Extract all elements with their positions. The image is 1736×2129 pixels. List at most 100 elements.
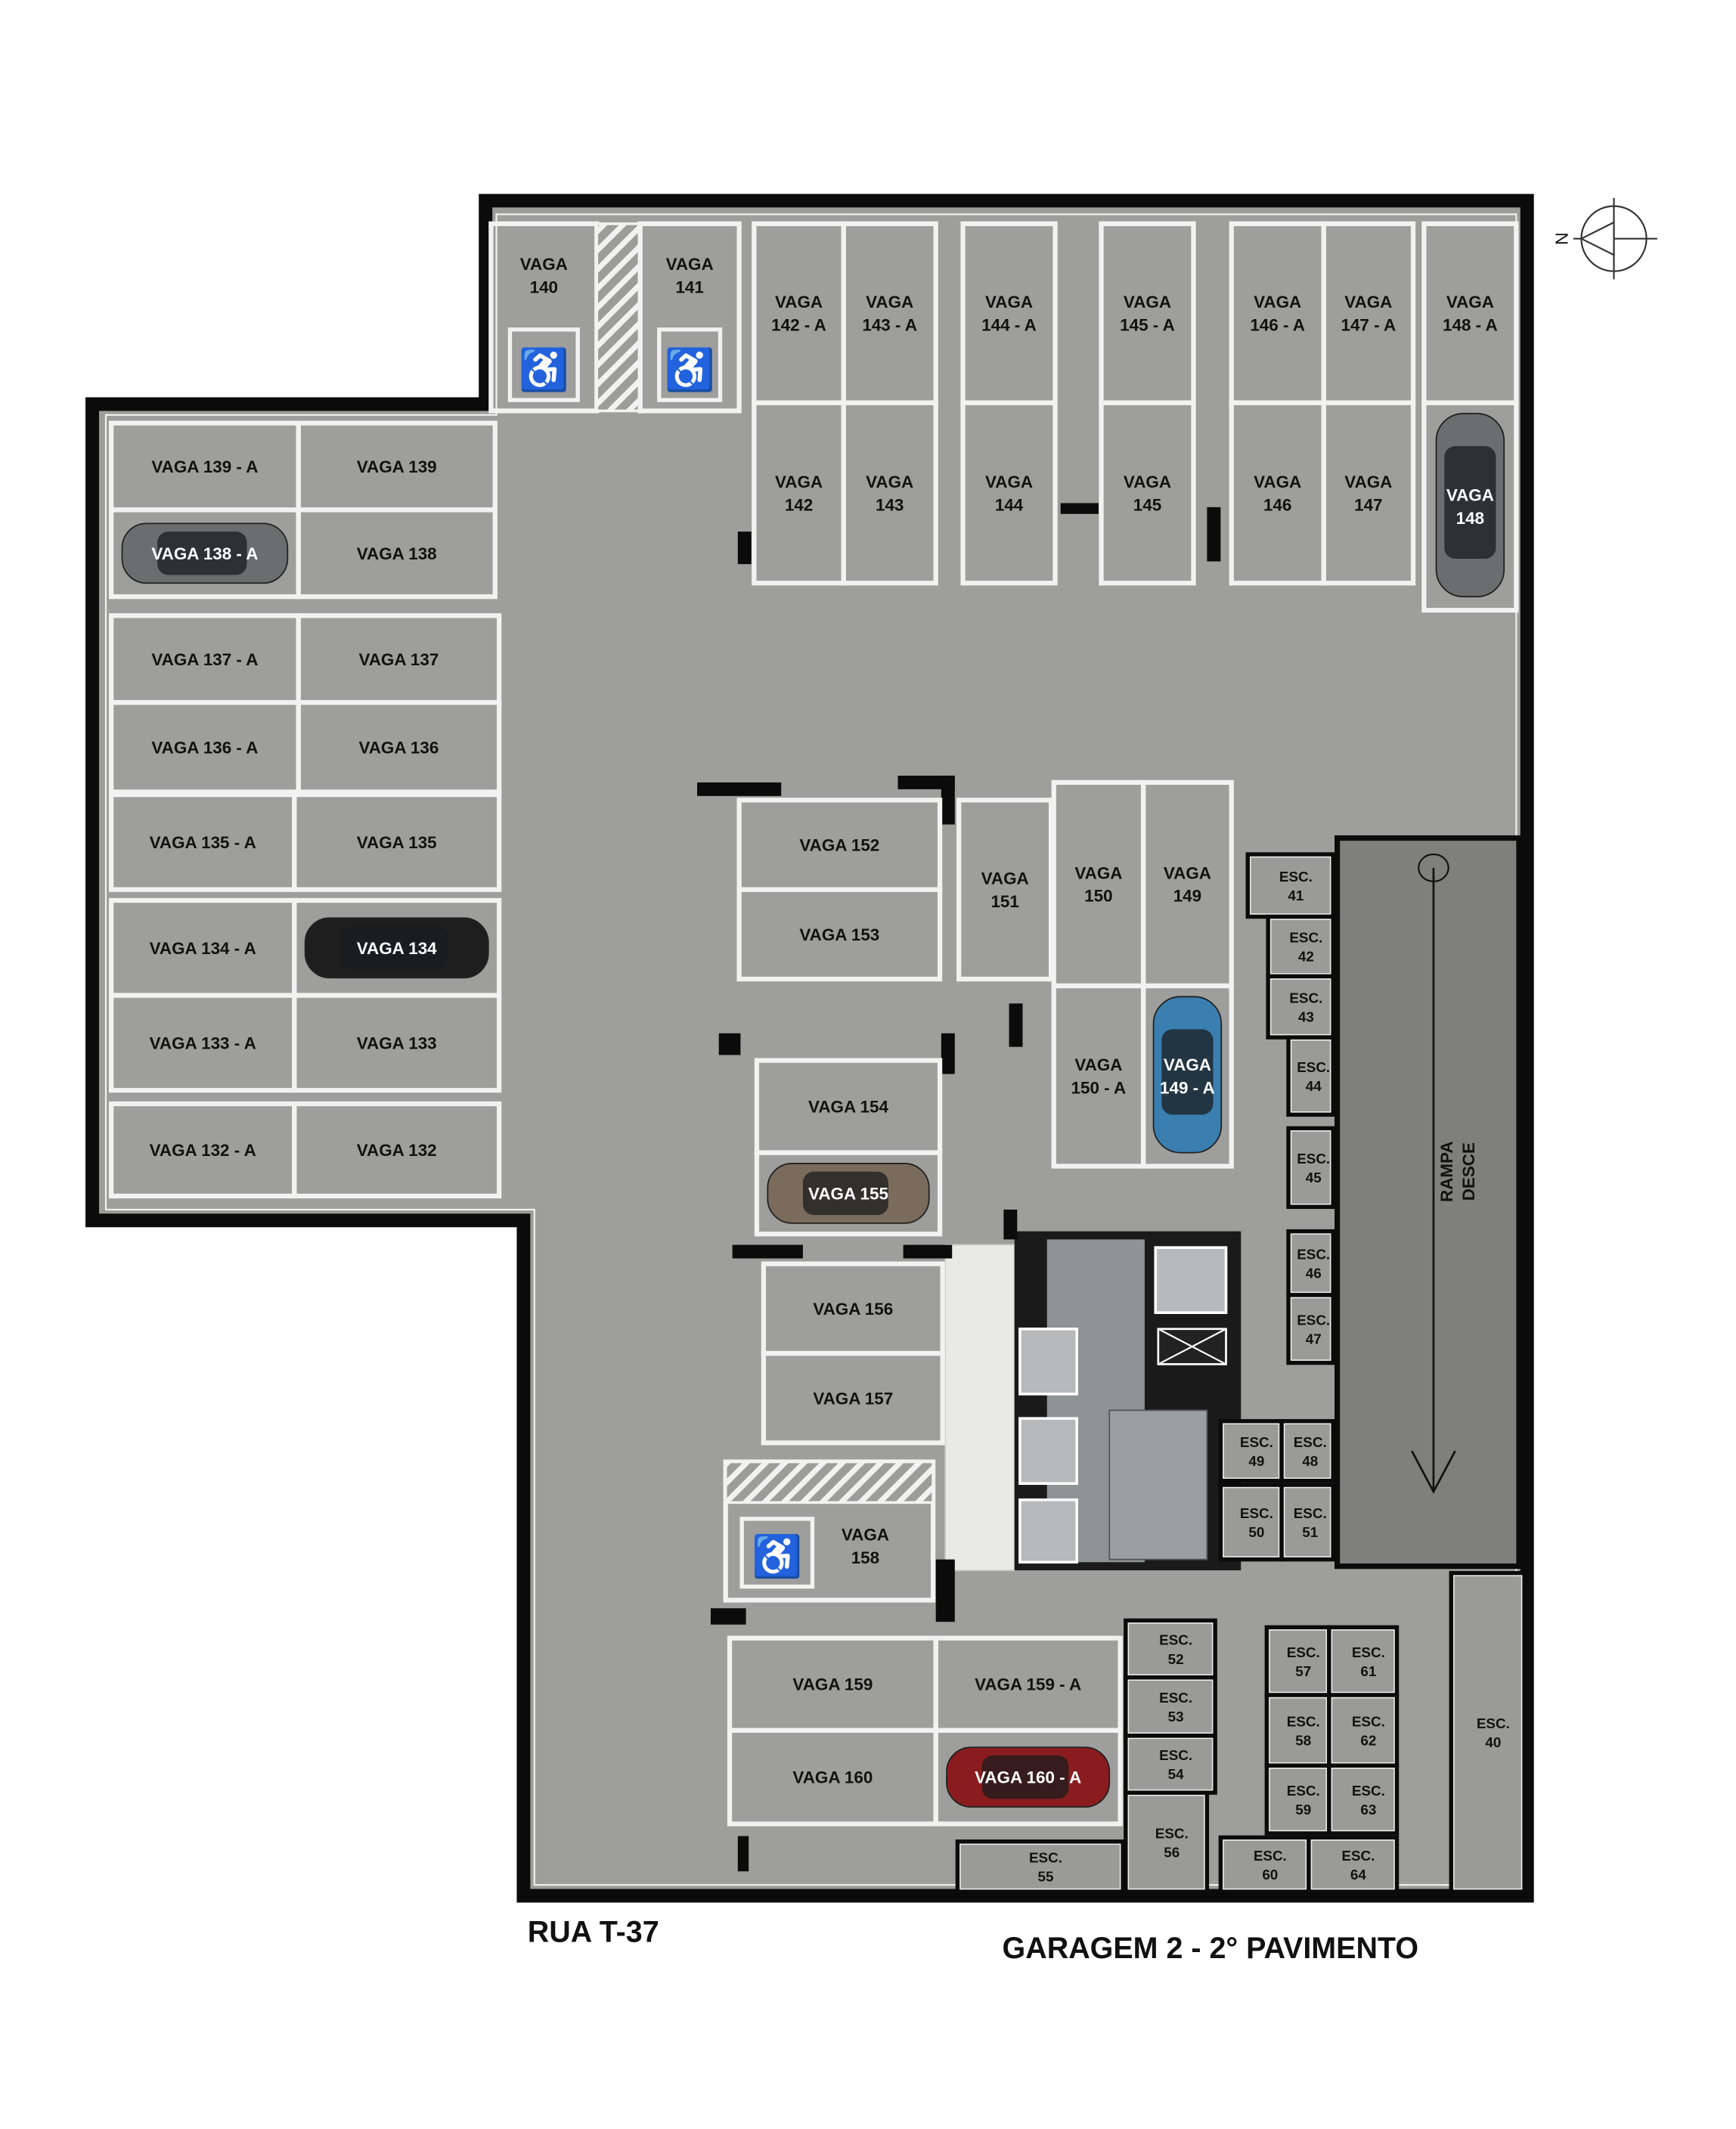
- space-label: 151: [990, 892, 1018, 911]
- space-outline: [956, 798, 1054, 982]
- storage-unit[interactable]: ESC.61: [1327, 1625, 1400, 1697]
- storage-unit[interactable]: ESC.51: [1279, 1483, 1335, 1562]
- storage-label: ESC.: [1155, 1825, 1189, 1841]
- storage-unit[interactable]: ESC.46: [1286, 1229, 1335, 1297]
- space-label: 150: [1084, 887, 1112, 906]
- storage-unit[interactable]: ESC.41: [1245, 852, 1335, 919]
- hatched-zone: [724, 1460, 935, 1505]
- storage-unit[interactable]: ESC.57: [1264, 1625, 1331, 1697]
- parking-space[interactable]: VAGA 155: [754, 1150, 943, 1237]
- storage-label: ESC.: [1294, 1434, 1327, 1450]
- space-label: VAGA 155: [808, 1184, 888, 1203]
- storage-unit[interactable]: ESC.58: [1264, 1693, 1331, 1768]
- space-label: VAGA 132: [357, 1141, 437, 1160]
- space-label: VAGA: [1344, 473, 1392, 491]
- storage-unit[interactable]: ESC. 60: [1218, 1835, 1311, 1894]
- space-label: 147 - A: [1341, 316, 1397, 335]
- space-label: VAGA: [775, 293, 823, 311]
- space-label: VAGA 135: [357, 833, 437, 852]
- space-label: VAGA: [1164, 863, 1211, 882]
- parking-space[interactable]: VAGA 144: [960, 400, 1058, 586]
- storage-label: ESC.: [1029, 1850, 1062, 1866]
- ramp-label-1: RAMPA: [1437, 1141, 1456, 1201]
- parking-space[interactable]: VAGA 152: [736, 798, 943, 892]
- parking-space[interactable]: VAGA 132: [292, 1101, 502, 1199]
- building-core: [944, 1231, 1242, 1571]
- space-label: VAGA 137 - A: [151, 650, 258, 669]
- storage-unit[interactable]: ESC.49: [1218, 1419, 1284, 1483]
- space-label: VAGA: [985, 473, 1033, 491]
- storage-label: ESC.: [1287, 1713, 1320, 1729]
- storage-outline: [1307, 1835, 1400, 1894]
- storage-outline: [1449, 1570, 1527, 1894]
- storage-label: ESC.: [1352, 1783, 1385, 1799]
- space-outline: [933, 1728, 1123, 1827]
- storage-label: ESC.: [1254, 1848, 1287, 1864]
- storage-unit[interactable]: ESC.59: [1264, 1763, 1331, 1836]
- storage-outline: [1124, 1790, 1210, 1894]
- storage-label: ESC.: [1240, 1434, 1273, 1450]
- storage-unit[interactable]: ESC.64: [1307, 1835, 1400, 1894]
- space-label: VAGA 159 - A: [975, 1675, 1081, 1694]
- storage-unit[interactable]: ESC.53: [1124, 1675, 1217, 1738]
- storage-label: 51: [1302, 1524, 1318, 1540]
- parking-space[interactable]: VAGA 138 - A: [109, 507, 301, 600]
- storage-unit[interactable]: ESC. 63: [1327, 1763, 1400, 1836]
- storage-unit[interactable]: ESC.52: [1124, 1618, 1217, 1680]
- storage-unit[interactable]: ESC.47: [1286, 1293, 1335, 1365]
- storage-unit[interactable]: ESC.40: [1449, 1570, 1527, 1894]
- space-label: VAGA 139 - A: [151, 457, 258, 476]
- parking-space[interactable]: VAGA 135: [292, 792, 502, 892]
- elevator: [1018, 1417, 1079, 1486]
- parking-space[interactable]: VAGA 153: [736, 887, 943, 982]
- storage-unit[interactable]: ESC.48: [1279, 1419, 1335, 1483]
- parking-space[interactable]: VAGA 160 - A: [933, 1728, 1123, 1827]
- space-label: VAGA: [1074, 863, 1122, 882]
- storage-label: 60: [1262, 1867, 1278, 1883]
- storage-unit[interactable]: ESC.44: [1286, 1035, 1335, 1117]
- space-label: VAGA 133 - A: [150, 1034, 256, 1052]
- parking-space[interactable]: VAGA 138: [296, 507, 498, 600]
- space-outline: [1099, 400, 1196, 586]
- parking-space[interactable]: VAGA 133: [292, 993, 502, 1093]
- parking-space[interactable]: VAGA 134: [292, 897, 502, 998]
- stairs: [1108, 1409, 1208, 1560]
- storage-unit[interactable]: ESC.43: [1266, 974, 1335, 1040]
- storage-unit[interactable]: ESC.62: [1327, 1693, 1400, 1768]
- storage-unit[interactable]: ESC.50: [1218, 1483, 1284, 1562]
- parking-space[interactable]: VAGA 136 - A: [109, 699, 301, 795]
- storage-unit[interactable]: ESC.56: [1124, 1790, 1210, 1894]
- parking-space[interactable]: VAGA 132 - A: [109, 1101, 297, 1199]
- parking-space[interactable]: VAGA 157: [761, 1350, 945, 1446]
- storage-outline: [1124, 1618, 1217, 1680]
- wheelchair-icon: [657, 327, 723, 402]
- space-outline: [292, 993, 502, 1093]
- parking-space[interactable]: VAGA 136: [296, 699, 502, 795]
- storage-label: ESC.: [1297, 1246, 1330, 1262]
- storage-label: ESC.: [1159, 1747, 1192, 1763]
- space-label: 144: [995, 495, 1024, 514]
- space-label: VAGA: [1164, 1055, 1211, 1074]
- storage-unit[interactable]: ESC.45: [1286, 1126, 1335, 1210]
- storage-label: 63: [1360, 1802, 1376, 1818]
- storage-unit[interactable]: ESC.55: [955, 1839, 1125, 1894]
- storage-unit[interactable]: ESC.42: [1266, 914, 1335, 979]
- parking-space[interactable]: VAGA 149 - A: [1140, 983, 1234, 1169]
- storage-outline: [1266, 974, 1335, 1040]
- space-outline: [761, 1350, 945, 1446]
- space-label: VAGA: [866, 473, 913, 491]
- storage-label: ESC.: [1159, 1632, 1192, 1648]
- storage-unit[interactable]: ESC.54: [1124, 1734, 1217, 1795]
- space-label: 149 - A: [1160, 1079, 1215, 1098]
